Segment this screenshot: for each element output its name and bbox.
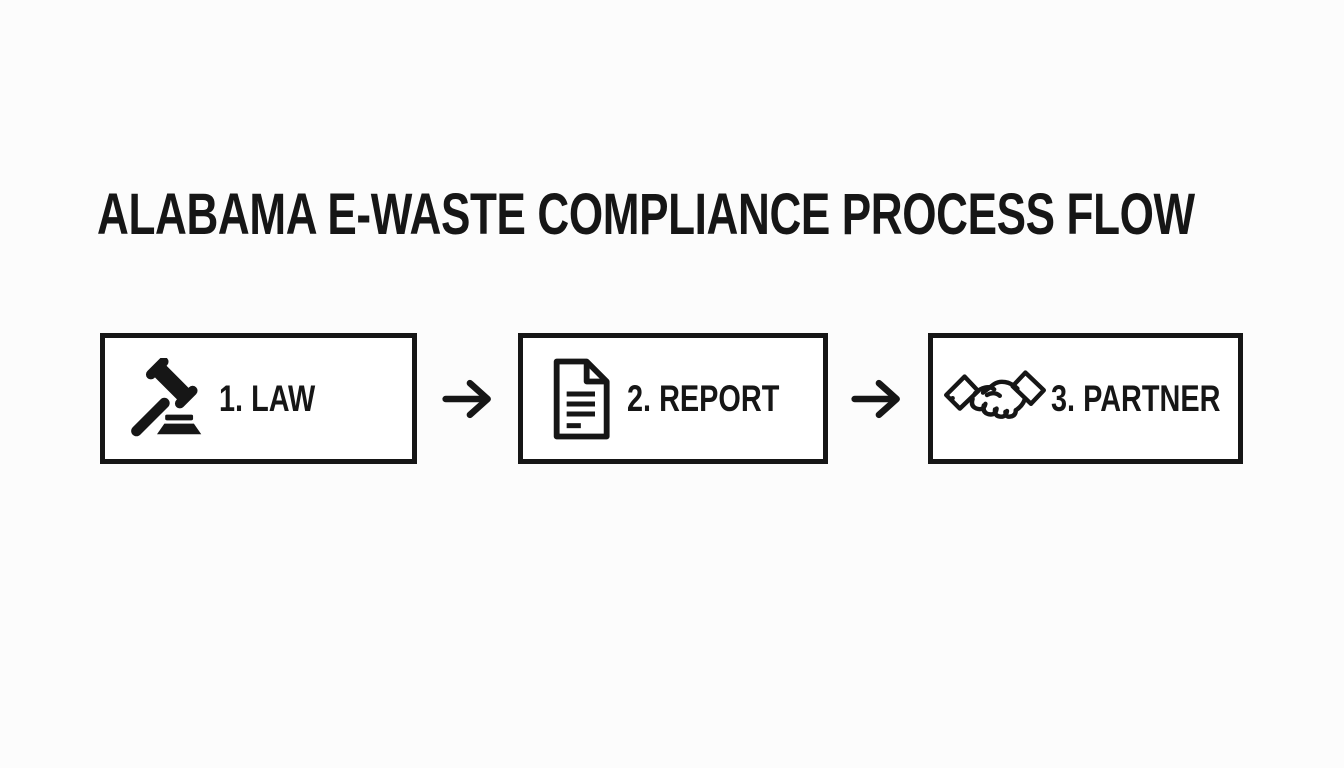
step-label-law: 1. LAW xyxy=(219,377,316,419)
document-icon xyxy=(545,357,615,441)
flow-step-partner: 3. PARTNER xyxy=(928,333,1243,464)
gavel-icon xyxy=(125,357,207,440)
arrow-right-icon xyxy=(441,371,497,427)
step-label-report: 2. REPORT xyxy=(627,377,780,419)
step-label-partner: 3. PARTNER xyxy=(1051,377,1221,419)
handshake-icon xyxy=(943,363,1047,435)
arrow-right-icon xyxy=(850,371,906,427)
flow-step-report: 2. REPORT xyxy=(518,333,828,464)
flow-step-law: 1. LAW xyxy=(100,333,417,464)
diagram-title: ALABAMA E-WASTE COMPLIANCE PROCESS FLOW xyxy=(97,182,1195,247)
